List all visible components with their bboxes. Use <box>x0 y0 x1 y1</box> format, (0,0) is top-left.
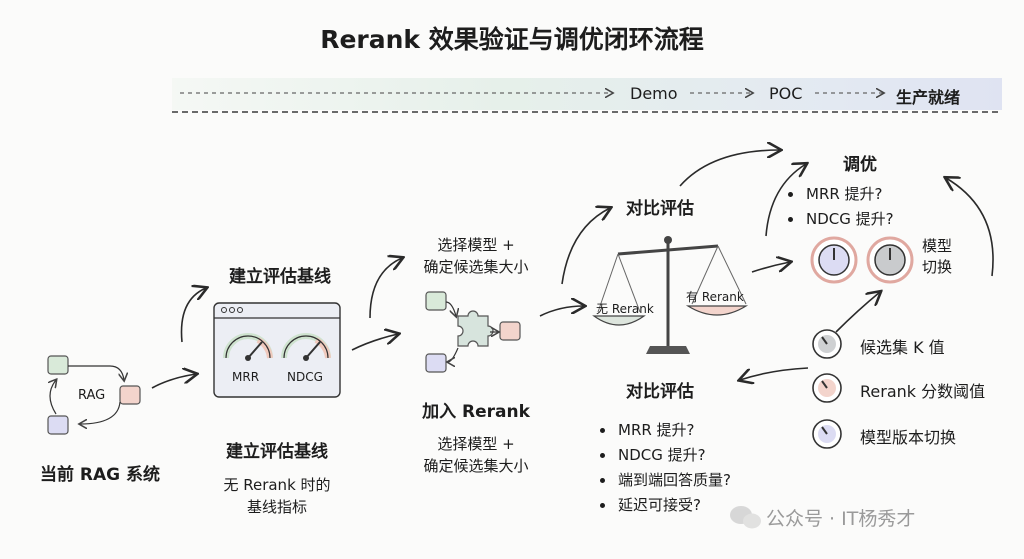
arrow-to-compare-top <box>561 208 610 285</box>
mrr-gauge-label: MRR <box>232 370 260 384</box>
mrr-gauge-icon <box>223 333 273 361</box>
watermark: 公众号 · IT杨秀才 <box>766 508 916 530</box>
balance-scale-icon <box>592 236 749 354</box>
arrow-to-baseline-label <box>180 288 207 343</box>
rerank-node-pink <box>499 321 521 341</box>
stage-poc: POC <box>769 84 803 103</box>
param-threshold: Rerank 分数阈值 <box>860 382 986 401</box>
wechat-icon <box>730 506 761 529</box>
tune-knob-label-line2: 切换 <box>922 258 953 276</box>
param-version: 模型版本切换 <box>860 428 957 447</box>
compare-top-label: 对比评估 <box>626 199 694 219</box>
arrow-to-baseline <box>151 374 196 389</box>
knob-k-icon <box>812 329 842 359</box>
compare-bottom-label: 对比评估 <box>626 382 694 402</box>
current-system-label: 当前 RAG 系统 <box>39 465 161 485</box>
compare-question: MRR 提升? <box>616 418 731 443</box>
stage-ribbon <box>172 78 1002 110</box>
rag-node-pink <box>119 385 141 405</box>
ndcg-gauge-icon <box>281 333 331 361</box>
tune-label: 调优 <box>843 155 877 175</box>
arrow-to-rerank-top <box>369 258 402 319</box>
rag-node-lavender <box>47 415 69 435</box>
tune-question: MRR 提升? <box>804 182 894 207</box>
tune-questions: MRR 提升? NDCG 提升? <box>786 182 894 232</box>
baseline-desc-line2: 基线指标 <box>246 498 307 516</box>
baseline-top-label: 建立评估基线 <box>229 267 331 287</box>
rerank-node-lavender <box>425 353 447 373</box>
stage-production: 生产就绪 <box>896 88 961 107</box>
arrow-to-tune <box>679 150 780 187</box>
rerank-bottom-line1: 选择模型 + <box>437 435 515 453</box>
scale-left-label: 无 Rerank <box>596 302 654 316</box>
rag-node-green <box>47 355 69 375</box>
param-k: 候选集 K 值 <box>860 338 945 357</box>
tune-knob-2-icon <box>866 236 914 284</box>
rag-edge-label: RAG <box>78 388 106 403</box>
ndcg-gauge-label: NDCG <box>287 370 323 384</box>
baseline-desc-line1: 无 Rerank 时的 <box>223 476 331 494</box>
compare-questions: MRR 提升? NDCG 提升? 端到端回答质量? 延迟可接受? <box>598 418 731 518</box>
arrow-params-to-knobs <box>835 292 880 333</box>
compare-question: 延迟可接受? <box>616 493 731 518</box>
baseline-window <box>213 302 341 398</box>
loop-arrow-up <box>946 178 994 277</box>
arrow-to-rerank <box>351 334 398 351</box>
rerank-top-line1: 选择模型 + <box>437 236 515 254</box>
scale-right-label: 有 Rerank <box>686 290 744 304</box>
knob-threshold-icon <box>812 373 842 403</box>
puzzle-icon <box>457 310 494 347</box>
baseline-bottom-label: 建立评估基线 <box>226 442 328 462</box>
stage-demo: Demo <box>630 84 678 103</box>
arrow-scale-to-knobs <box>751 262 790 273</box>
arrow-to-tune-label <box>765 164 806 237</box>
tune-question: NDCG 提升? <box>804 207 894 232</box>
arrow-to-compare <box>539 306 584 317</box>
compare-question: 端到端回答质量? <box>616 468 731 493</box>
tune-knob-label: 模型 切换 <box>922 236 952 278</box>
arrow-back-to-compare <box>740 367 809 380</box>
tune-knob-label-line1: 模型 <box>922 237 953 255</box>
knob-version-icon <box>812 419 842 449</box>
rerank-node-green <box>425 291 447 311</box>
rerank-bottom-line2: 确定候选集大小 <box>423 457 529 475</box>
page-title: Rerank 效果验证与调优闭环流程 <box>320 25 704 54</box>
rerank-top-line2: 确定候选集大小 <box>423 258 529 276</box>
tune-knob-1-icon <box>810 236 858 284</box>
compare-question: NDCG 提升? <box>616 443 731 468</box>
rerank-label: 加入 Rerank <box>422 402 530 422</box>
